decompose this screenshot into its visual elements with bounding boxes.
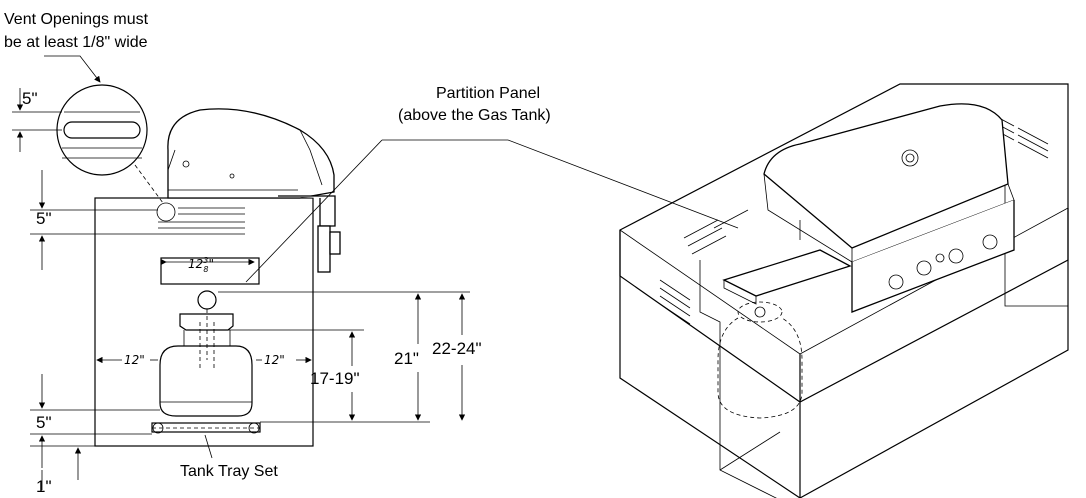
partition-panel-iso <box>722 249 852 297</box>
dim-vent-mid: 5" <box>36 209 52 228</box>
vent-callout <box>44 55 164 204</box>
partition-label-line2: (above the Gas Tank) <box>398 107 551 124</box>
island-cabinet-outline <box>94 197 314 447</box>
side-elevation-view <box>12 55 739 490</box>
partition-leaders <box>245 139 739 283</box>
vent-label-line1: Vent Openings must <box>4 11 149 28</box>
tank-tray-side <box>151 422 261 459</box>
vent-slots <box>156 202 245 235</box>
dim-left-clear: 12" <box>124 353 145 367</box>
dim-17-19: 17-19" <box>310 369 360 388</box>
partition-label-line1: Partition Panel <box>436 85 540 102</box>
text-labels: Vent Openings must be at least 1/8" wide… <box>4 11 551 496</box>
isometric-island-view <box>619 83 1069 498</box>
iso-vent-left <box>659 279 691 325</box>
partition-panel-side <box>160 257 260 285</box>
dim-22-24: 22-24" <box>432 339 482 358</box>
iso-vent-front <box>683 209 749 255</box>
dim-vent-bottom: 5" <box>36 413 52 432</box>
grill-side-profile <box>167 108 341 273</box>
dim-floor: 1" <box>36 477 52 496</box>
gas-tank-iso <box>717 301 803 419</box>
gas-tank-side <box>159 290 253 417</box>
vent-label-line2: be at least 1/8" wide <box>4 34 148 51</box>
dimension-lines <box>12 88 470 490</box>
grill-iso <box>763 103 1015 313</box>
dim-21: 21" <box>394 349 419 368</box>
dim-vent-top: 5" <box>22 89 38 108</box>
dim-right-clear: 12" <box>264 353 285 367</box>
tank-tray-label: Tank Tray Set <box>180 463 278 480</box>
